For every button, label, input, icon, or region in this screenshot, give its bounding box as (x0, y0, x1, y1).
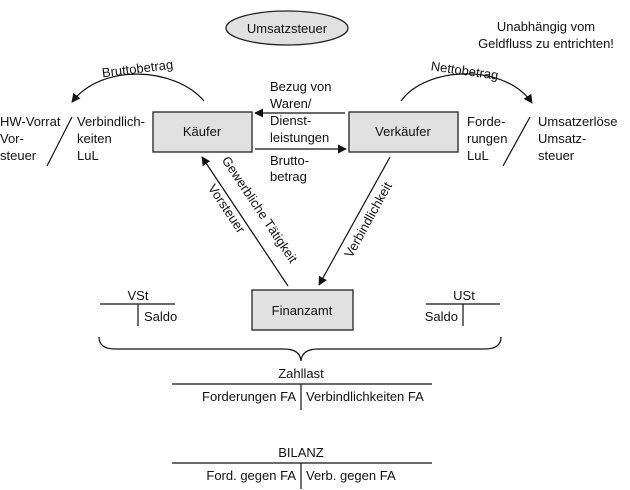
left-split-r3: LuL (77, 148, 99, 163)
box-verkaeufer-label: Verkäufer (375, 124, 431, 139)
box-verkaeufer (348, 111, 459, 153)
bezug-line-2: Waren/ (270, 96, 312, 111)
left-split-r1: Verbindlich- (77, 114, 145, 129)
right-split-r2: Umsatz- (538, 131, 586, 146)
bezug-line-1: Bezug von (270, 79, 331, 94)
right-split-r1: Umsatzerlöse (538, 114, 617, 129)
left-split-r2: keiten (77, 131, 112, 146)
zahllast-left: Forderungen FA (202, 389, 296, 404)
left-split-l1: HW-Vorrat (0, 114, 61, 129)
left-split-l2: Vor- (0, 131, 24, 146)
arrow-vorsteuer (201, 156, 289, 287)
box-finanzamt-label: Finanzamt (272, 303, 333, 318)
vst-saldo: Saldo (144, 309, 177, 324)
right-split-divider (502, 116, 531, 167)
bezug-line-4: leistungen (270, 130, 329, 145)
ust-title: USt (453, 288, 475, 303)
grouping-brace (98, 336, 502, 362)
label-nettobetrag: Nettobetrag (430, 58, 499, 82)
vst-title: VSt (128, 288, 149, 303)
ust-saldo: Saldo (425, 309, 458, 324)
box-finanzamt (251, 289, 354, 331)
oval-title: Umsatzsteuer (247, 21, 328, 36)
right-split-l2: rungen (467, 131, 507, 146)
left-split-l3: steuer (0, 148, 37, 163)
note-line-1: Unabhängig vom (497, 19, 595, 34)
bilanz-title: BILANZ (278, 445, 324, 460)
title-oval (225, 10, 349, 46)
arc-nettobetrag (400, 73, 533, 104)
right-split-r3: steuer (538, 148, 575, 163)
label-verbindlichkeit: Verbindlichkeit (341, 179, 395, 260)
bezug-line-3: Dienst- (270, 113, 311, 128)
bilanz-right: Verb. gegen FA (306, 468, 396, 483)
note-line-2: Geldfluss zu entrichten! (478, 36, 614, 51)
box-kaeufer-label: Käufer (183, 124, 222, 139)
arc-bruttobetrag (71, 73, 205, 103)
right-split-l3: LuL (467, 148, 489, 163)
box-kaeufer (152, 111, 253, 153)
brutto-line-2: betrag (270, 169, 307, 184)
right-split-l1: Forde- (467, 114, 505, 129)
left-split-divider (46, 116, 73, 167)
zahllast-right: Verbindlichkeiten FA (306, 389, 424, 404)
zahllast-title: Zahllast (278, 366, 324, 381)
brutto-line-1: Brutto- (270, 153, 309, 168)
bilanz-left: Ford. gegen FA (206, 468, 296, 483)
arrow-verbindlichkeit (318, 156, 391, 286)
